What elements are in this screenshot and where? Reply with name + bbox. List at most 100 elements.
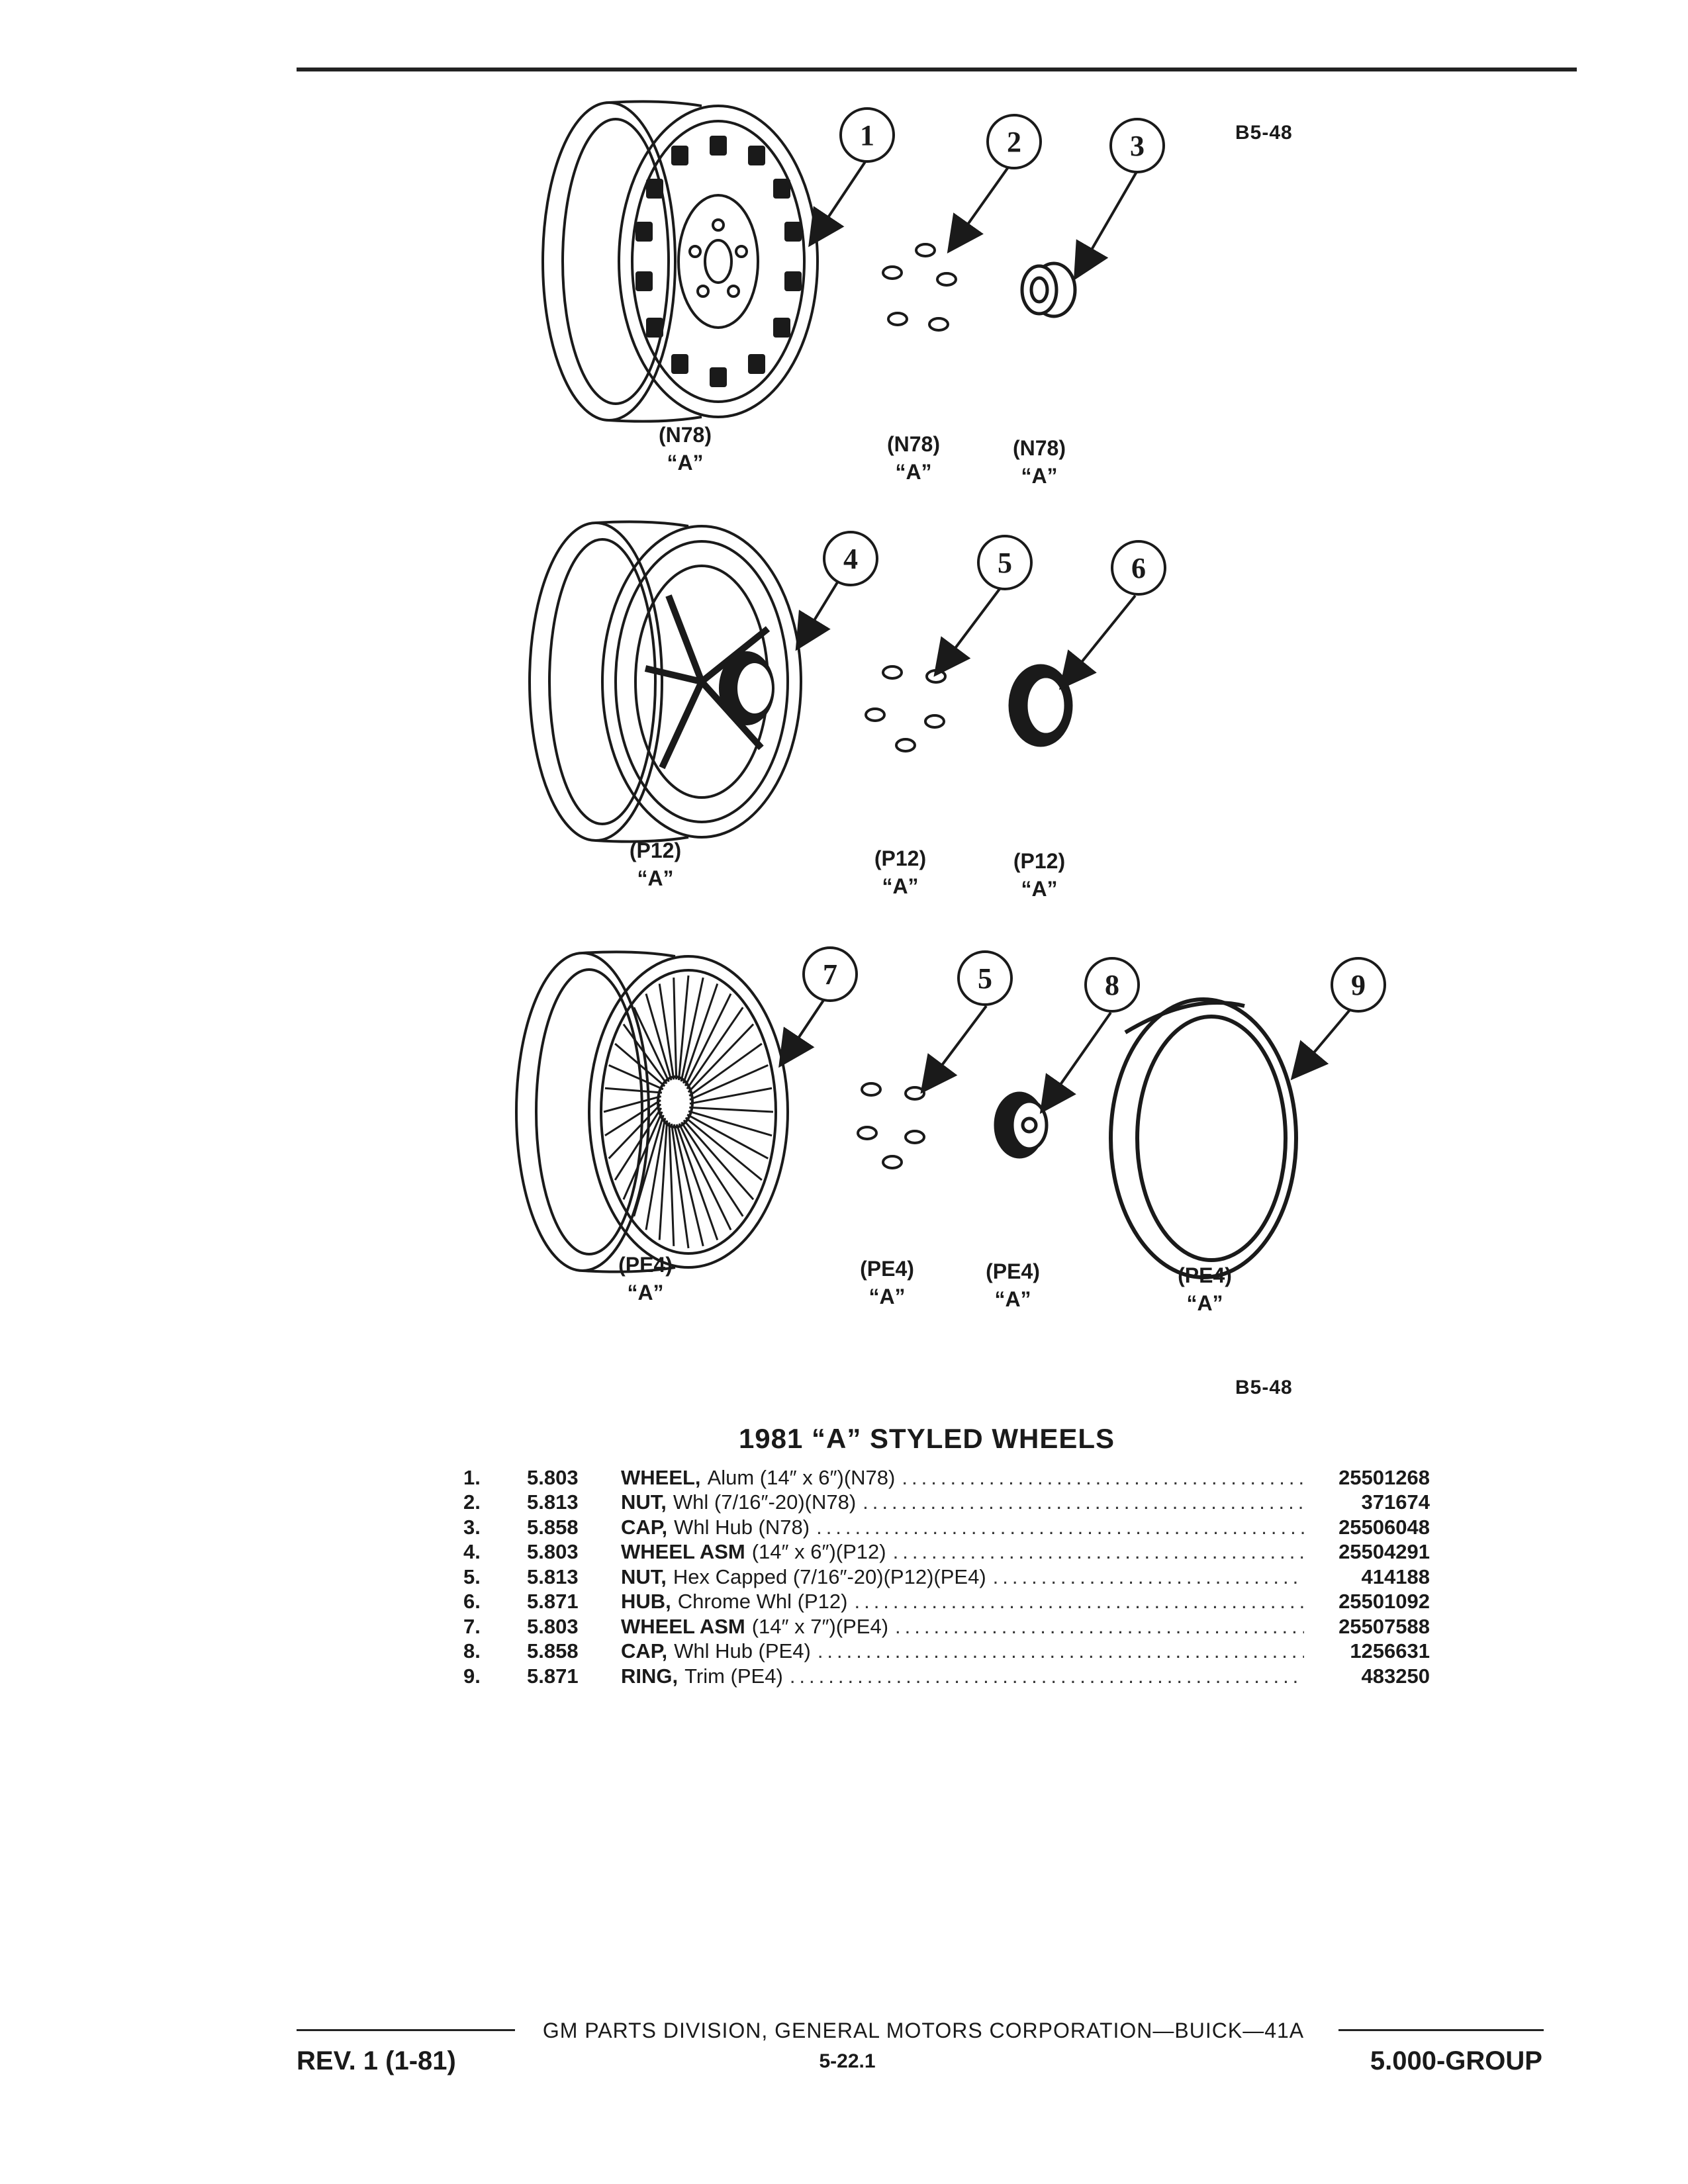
model-code: “A” [882, 874, 919, 898]
wire-spoke [680, 977, 704, 1082]
trim-ring-icon [1109, 997, 1298, 1279]
callout-6: 6 [1111, 540, 1166, 596]
option-code: (N78) [1012, 436, 1066, 460]
group-number: 5.803 [527, 1540, 579, 1564]
parts-row: 5. 5.813 NUT, Hex Capped (7/16″-20)(P12)(PE… [463, 1565, 1430, 1590]
part-name: HUB, [621, 1590, 671, 1614]
wire-spoke [680, 1121, 744, 1217]
part-number: 25506048 [1338, 1515, 1430, 1539]
part-name: NUT, [621, 1565, 667, 1588]
callout-4: 4 [823, 531, 878, 586]
callout-8: 8 [1084, 957, 1140, 1013]
wire-spoke [678, 1123, 732, 1231]
model-code: “A” [667, 451, 704, 475]
item-number: 3. [463, 1515, 481, 1539]
part-detail: Whl (7/16″-20)(N78) [673, 1490, 857, 1514]
callout-1: 1 [839, 107, 895, 163]
group-number: 5.858 [527, 1515, 579, 1539]
aluminum-wheel-icon [541, 100, 819, 423]
item-number: 6. [463, 1590, 481, 1614]
group-number: 5.871 [527, 1590, 579, 1614]
styled-wheel-icon [528, 520, 802, 843]
footer-page-number: 5-22.1 [819, 2050, 876, 2072]
row3-label-3: (PE4) “A” [960, 1257, 1066, 1313]
part-description: WHEEL,Alum (14″ x 6″)(N78)..............… [621, 1466, 1304, 1490]
lug-nuts-icon [882, 243, 957, 332]
leader-dots: ........................................… [992, 1565, 1304, 1588]
wire-spoke [686, 1007, 744, 1090]
wire-spoke [688, 1110, 773, 1137]
part-detail: Whl Hub (PE4) [674, 1639, 811, 1663]
callout-5b: 5 [957, 950, 1013, 1006]
wire-spoke [608, 1103, 662, 1160]
model-code: “A” [1021, 877, 1058, 901]
part-number: 25504291 [1338, 1540, 1430, 1564]
item-number: 9. [463, 1664, 481, 1688]
part-name: NUT, [621, 1490, 667, 1514]
group-number: 5.813 [527, 1565, 579, 1588]
group-number: 5.803 [527, 1614, 579, 1638]
model-code: “A” [895, 460, 932, 484]
wire-spoke [658, 983, 675, 1080]
wire-spoke [673, 978, 678, 1080]
chrome-hub-icon [1008, 664, 1073, 747]
item-number: 5. [463, 1565, 481, 1588]
part-number: 414188 [1361, 1565, 1430, 1588]
part-detail: Hex Capped (7/16″-20)(P12)(PE4) [673, 1565, 986, 1588]
wire-spoke [608, 1064, 664, 1091]
footer-rule-left [297, 2029, 515, 2031]
part-detail: (14″ x 7″)(PE4) [751, 1614, 889, 1638]
row2-label-2: (P12) “A” [847, 844, 953, 900]
part-name: CAP, [621, 1639, 668, 1663]
part-detail: (14″ x 6″)(P12) [751, 1540, 886, 1564]
wire-spoke [684, 993, 732, 1087]
part-name: CAP, [621, 1515, 668, 1539]
part-number: 25507588 [1338, 1614, 1430, 1638]
group-number: 5.803 [527, 1465, 579, 1489]
wire-spoke [689, 1064, 769, 1101]
chrome-center-icon [719, 651, 774, 725]
part-detail: Chrome Whl (P12) [677, 1590, 848, 1614]
row1-label-1: (N78) “A” [632, 421, 738, 477]
wire-spoke [668, 1122, 675, 1246]
part-number: 25501268 [1338, 1465, 1430, 1489]
part-detail: Whl Hub (N78) [674, 1515, 810, 1539]
wire-spoke [682, 1119, 755, 1201]
model-code: “A” [868, 1285, 906, 1308]
part-description: NUT, Hex Capped (7/16″-20)(P12)(PE4).....… [621, 1565, 1304, 1589]
hub-cap-icon [1020, 261, 1077, 318]
figure-code-top: B5-48 [1235, 122, 1293, 144]
wire-spoke [677, 975, 690, 1081]
option-code: (P12) [1013, 849, 1066, 873]
item-number: 7. [463, 1614, 481, 1638]
row3-label-4: (PE4) “A” [1152, 1261, 1258, 1317]
hex-capped-nuts-icon-2 [857, 1082, 925, 1169]
item-number: 8. [463, 1639, 481, 1663]
leader-dots: ........................................… [902, 1465, 1304, 1489]
part-description: NUT,Whl (7/16″-20)(N78).................… [621, 1490, 1304, 1514]
footer-revision: REV. 1 (1-81) [297, 2046, 456, 2075]
callout-3: 3 [1109, 118, 1165, 173]
wire-spoke [633, 1115, 665, 1217]
hex-capped-nuts-icon [865, 665, 947, 752]
footer-rule-right [1338, 2029, 1544, 2031]
part-number: 25501092 [1338, 1590, 1430, 1614]
wire-spoke [673, 1124, 704, 1247]
part-name: WHEEL ASM [621, 1614, 745, 1638]
part-description: CAP,Whl Hub (PE4).......................… [621, 1639, 1304, 1663]
wire-spoke [604, 1099, 661, 1137]
wire-spoke [633, 1007, 670, 1082]
figure-code-bottom: B5-48 [1235, 1377, 1293, 1398]
wire-spoke [671, 1123, 690, 1249]
wire-spoke [687, 1023, 755, 1093]
model-code: “A” [994, 1287, 1031, 1311]
part-number: 1256631 [1350, 1639, 1430, 1663]
callout-9: 9 [1331, 957, 1386, 1013]
group-number: 5.871 [527, 1664, 579, 1688]
